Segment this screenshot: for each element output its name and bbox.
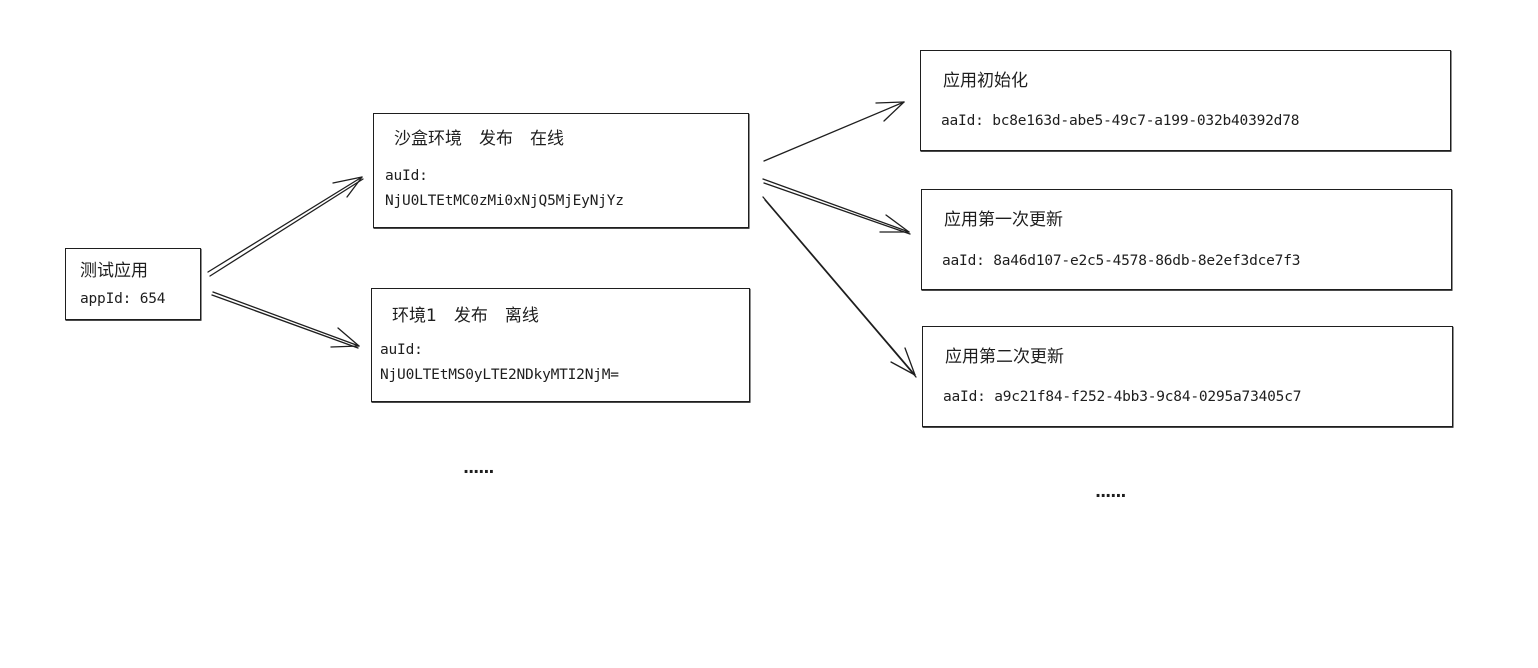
app-title: 测试应用 [80, 261, 148, 281]
arrow-app-to-sandbox-env [207, 176, 364, 277]
ellipsis-versions: ...... [1095, 482, 1126, 501]
version-id-value: 8a46d107-e2c5-4578-86db-8e2ef3dce7f3 [993, 253, 1301, 269]
arrow-app-to-env1 [211, 291, 360, 349]
version-id-label: aaId: [942, 253, 985, 269]
version-id: aaId: bc8e163d-abe5-49c7-a199-032b40392d… [941, 109, 1299, 133]
arrow-sandbox-to-first-update [762, 178, 911, 235]
app-node[interactable]: 测试应用 appId: 654 [65, 248, 201, 320]
version-id-label: aaId: [943, 389, 986, 405]
version-title: 应用初始化 [943, 71, 1028, 91]
env-id-label: auId: [380, 342, 423, 358]
env-title: 环境1 发布 离线 [392, 306, 539, 326]
ellipsis-environments: ...... [463, 458, 494, 477]
version-id: aaId: 8a46d107-e2c5-4578-86db-8e2ef3dce7… [942, 249, 1300, 273]
version-node-first-update[interactable]: 应用第一次更新 aaId: 8a46d107-e2c5-4578-86db-8e… [921, 189, 1452, 290]
version-node-second-update[interactable]: 应用第二次更新 aaId: a9c21f84-f252-4bb3-9c84-02… [922, 326, 1453, 427]
app-id-value: 654 [139, 291, 166, 307]
env-id-value: NjU0LTEtMS0yLTE2NDkyMTI2NjM= [380, 367, 619, 383]
arrow-sandbox-to-second-update [762, 196, 917, 378]
app-id: appId: 654 [80, 287, 166, 311]
version-id: aaId: a9c21f84-f252-4bb3-9c84-0295a73405… [943, 385, 1301, 409]
version-id-value: bc8e163d-abe5-49c7-a199-032b40392d78 [992, 113, 1300, 129]
app-id-label: appId: [80, 291, 132, 307]
env-node-env1[interactable]: 环境1 发布 离线 auId: NjU0LTEtMS0yLTE2NDkyMTI2… [371, 288, 750, 402]
arrow-sandbox-to-init-version [763, 101, 905, 162]
env-id-value: NjU0LTEtMC0zMi0xNjQ5MjEyNjYz [385, 193, 624, 209]
version-node-init[interactable]: 应用初始化 aaId: bc8e163d-abe5-49c7-a199-032b… [920, 50, 1451, 151]
version-id-value: a9c21f84-f252-4bb3-9c84-0295a73405c7 [994, 389, 1302, 405]
version-id-label: aaId: [941, 113, 984, 129]
version-title: 应用第二次更新 [945, 347, 1064, 367]
version-title: 应用第一次更新 [944, 210, 1063, 230]
env-node-sandbox[interactable]: 沙盒环境 发布 在线 auId: NjU0LTEtMC0zMi0xNjQ5MjE… [373, 113, 749, 228]
env-title: 沙盒环境 发布 在线 [394, 129, 564, 149]
env-id-label: auId: [385, 168, 428, 184]
